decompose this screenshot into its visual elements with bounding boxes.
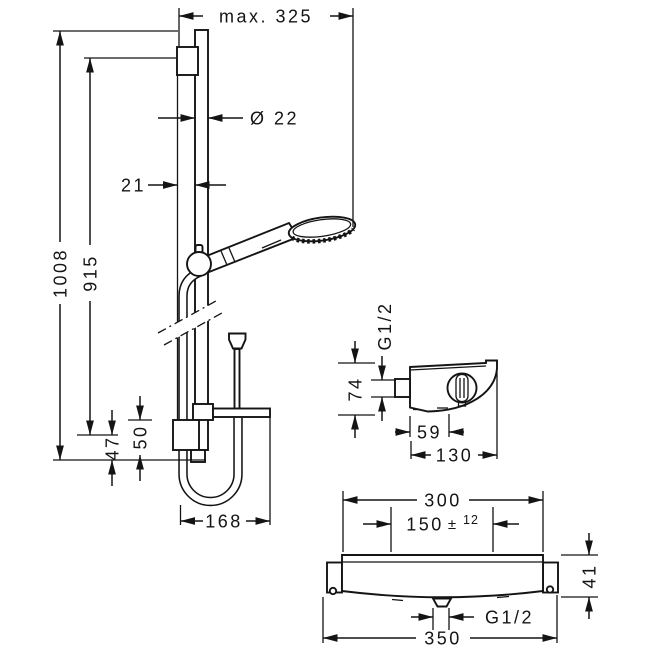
dim-rail-diameter: Ø 22 xyxy=(250,109,299,129)
rail-end-cap xyxy=(190,449,206,463)
dim-lower-offset: 47 xyxy=(103,435,123,460)
knob-tab xyxy=(457,401,467,407)
control-knob-side xyxy=(446,372,478,404)
dim-overall-height: 1008 xyxy=(51,248,71,298)
spray-face xyxy=(290,227,355,244)
dim-supply-tolerance-sign: ± xyxy=(448,516,456,533)
dim-valve-depth-inner: 59 xyxy=(417,423,442,443)
screw-left xyxy=(328,586,338,596)
break-marks xyxy=(157,300,223,346)
dim-valve-height: 74 xyxy=(346,376,366,401)
dim-valve-depth: 130 xyxy=(436,446,474,466)
hose-nut xyxy=(228,332,247,350)
front-view-dimensions: 300 150 ± 12 41 G1/2 350 xyxy=(322,491,600,649)
supply-stub xyxy=(394,378,411,398)
outlet-arm-hub xyxy=(192,403,214,421)
dim-overall-width: 350 xyxy=(424,629,462,649)
dim-side-thread: G1/2 xyxy=(375,301,395,350)
side-view-dimensions: G1/2 74 59 130 xyxy=(338,301,498,466)
shower-rail-view xyxy=(157,29,357,507)
rail-tube xyxy=(194,29,209,451)
top-bracket xyxy=(176,46,199,76)
screw-right xyxy=(545,585,555,594)
dim-outlet-thread: G1/2 xyxy=(485,608,534,628)
lower-bracket xyxy=(172,419,200,451)
thermostat-side-view xyxy=(394,359,498,413)
dim-body-width: 300 xyxy=(424,491,462,511)
dim-body-height: 41 xyxy=(580,563,600,588)
valve-body-front xyxy=(341,554,544,599)
dim-hose-loop-width: 168 xyxy=(205,512,243,532)
main-view-dimensions: max. 325 Ø 22 21 1008 915 47 50 xyxy=(51,7,354,532)
dim-max-width: max. 325 xyxy=(219,7,313,27)
dim-wall-offset: 21 xyxy=(121,176,146,196)
dim-bracket-block-height: 50 xyxy=(131,424,151,449)
thermostat-front-view xyxy=(326,554,559,608)
shower-head xyxy=(287,215,357,244)
hose-pipe xyxy=(233,348,241,410)
hand-shower-handle xyxy=(202,221,300,274)
dim-supply-tolerance: 12 xyxy=(463,513,479,527)
dim-bracket-height: 915 xyxy=(81,254,101,292)
slider-knob xyxy=(186,251,212,277)
outlet-stub xyxy=(431,597,453,608)
dim-supply-spacing: 150 xyxy=(406,515,444,535)
outlet-arm xyxy=(212,407,271,418)
